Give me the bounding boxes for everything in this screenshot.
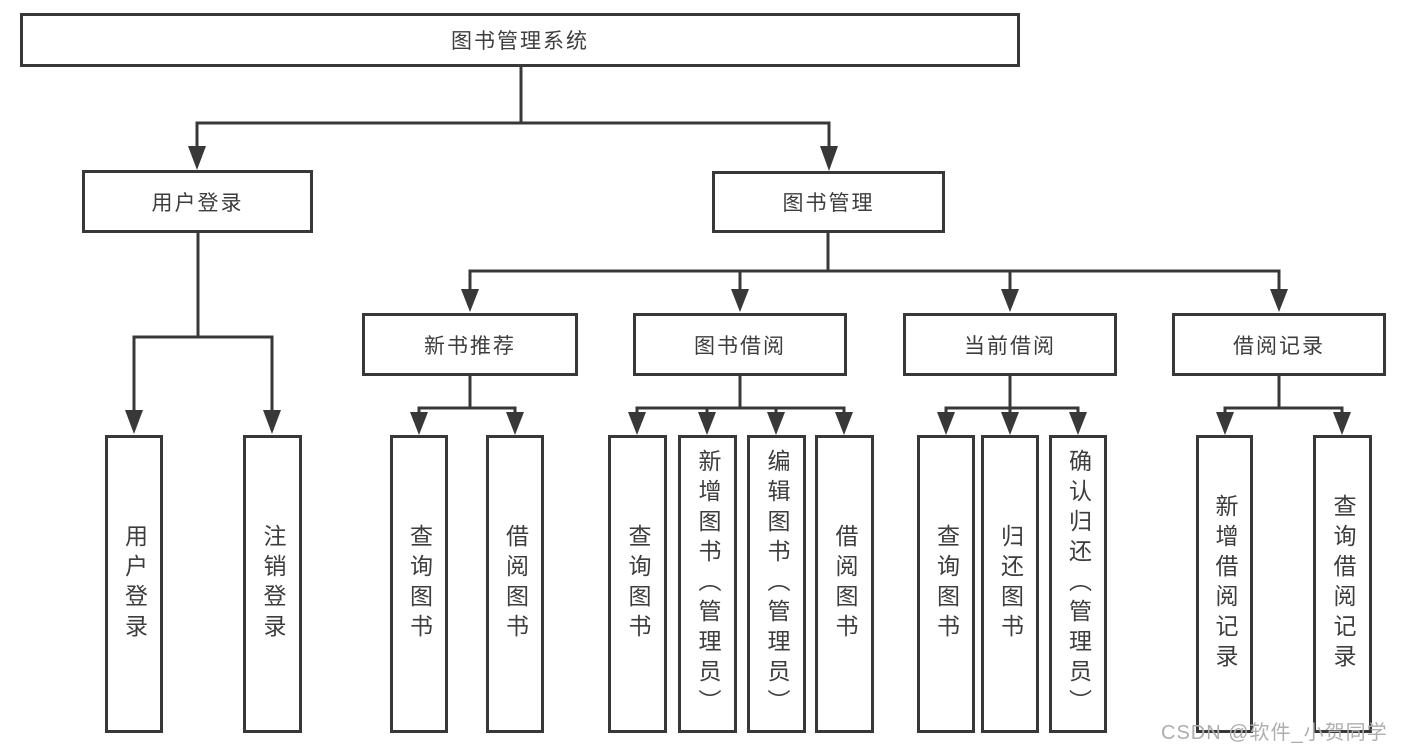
leaf-add-book-admin-label: 新增图书（管理员） — [695, 449, 721, 719]
leaf-add-borrow-record-label: 新增借阅记录 — [1212, 494, 1238, 674]
leaf-current-query-book-label: 查询图书 — [933, 524, 960, 644]
arrowheads-book-borrow-to-leaves — [628, 412, 853, 435]
leaf-borrow-query-book-label: 查询图书 — [625, 524, 651, 644]
leaf-newrec-borrow-book: 借阅图书 — [486, 435, 544, 733]
node-user-login: 用户登录 — [82, 170, 313, 233]
leaf-confirm-return-admin-label: 确认归还（管理员） — [1065, 449, 1092, 719]
arrowheads-user-login-to-leaves — [125, 410, 281, 434]
node-book-management: 图书管理 — [712, 171, 945, 233]
csdn-watermark: CSDN @软件_小贺同学 — [1161, 722, 1388, 744]
connector-user-login-to-leaves — [132, 231, 274, 412]
leaf-borrow-query-book: 查询图书 — [608, 435, 667, 733]
connector-book-management-to-level3 — [468, 231, 1281, 291]
arrowheads-new-book-to-leaves — [410, 412, 524, 435]
arrowheads-book-management-to-level3 — [461, 289, 1288, 312]
connector-new-book-to-leaves — [417, 374, 517, 414]
leaf-borrow-book: 借阅图书 — [815, 435, 874, 733]
leaf-newrec-query-book: 查询图书 — [390, 435, 448, 733]
leaf-logout-label: 注销登录 — [260, 524, 286, 644]
leaf-add-book-admin: 新增图书（管理员） — [678, 435, 737, 733]
leaf-edit-book-admin-label: 编辑图书（管理员） — [764, 449, 790, 719]
leaf-confirm-return-admin: 确认归还（管理员） — [1049, 435, 1107, 733]
node-borrow-records: 借阅记录 — [1172, 313, 1386, 376]
leaf-logout: 注销登录 — [243, 435, 302, 733]
node-library-management-system: 图书管理系统 — [20, 13, 1020, 67]
connector-borrow-records-to-leaves — [1223, 374, 1344, 414]
leaf-user-login-label: 用户登录 — [121, 524, 148, 644]
node-book-borrow: 图书借阅 — [633, 313, 847, 376]
leaf-newrec-borrow-book-label: 借阅图书 — [502, 524, 529, 644]
node-new-book-recommend: 新书推荐 — [362, 313, 578, 376]
arrowheads-root-to-level2 — [188, 146, 838, 171]
connector-book-borrow-to-leaves — [635, 374, 846, 414]
leaf-borrow-book-label: 借阅图书 — [832, 524, 858, 644]
connector-root-to-level2 — [195, 67, 831, 148]
leaf-query-borrow-record: 查询借阅记录 — [1313, 435, 1372, 733]
node-current-borrow: 当前借阅 — [903, 313, 1117, 376]
leaf-return-book-label: 归还图书 — [997, 524, 1024, 644]
leaf-return-book: 归还图书 — [981, 435, 1039, 733]
leaf-newrec-query-book-label: 查询图书 — [406, 524, 433, 644]
leaf-user-login: 用户登录 — [105, 435, 163, 733]
arrowheads-current-borrow-to-leaves — [937, 412, 1087, 435]
arrowheads-borrow-records-to-leaves — [1216, 412, 1351, 435]
connector-current-borrow-to-leaves — [944, 374, 1080, 414]
leaf-query-borrow-record-label: 查询借阅记录 — [1330, 494, 1356, 674]
leaf-add-borrow-record: 新增借阅记录 — [1196, 435, 1253, 733]
leaf-current-query-book: 查询图书 — [917, 435, 975, 733]
leaf-edit-book-admin: 编辑图书（管理员） — [747, 435, 806, 733]
